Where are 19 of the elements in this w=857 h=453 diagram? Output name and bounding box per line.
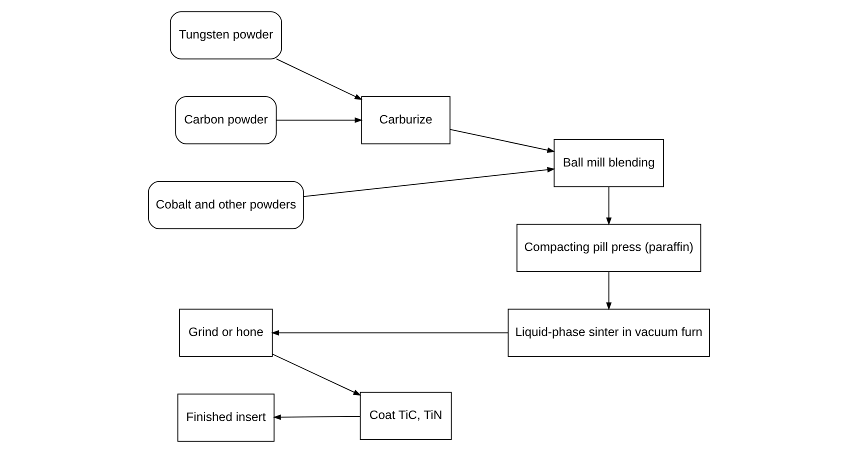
node-box: Cobalt and other powders — [148, 181, 304, 230]
node-box: Carbon powder — [174, 96, 276, 144]
arrow — [270, 330, 508, 336]
node-box: Finished insert — [176, 394, 274, 442]
arrow — [302, 167, 555, 198]
node-box: Carburize — [360, 96, 450, 144]
arrow — [276, 58, 362, 100]
node-box: Tungsten powder — [169, 11, 282, 60]
arrow — [272, 354, 361, 396]
arrow — [276, 117, 362, 123]
node-box: Ball mill blending — [553, 138, 664, 188]
arrow — [606, 271, 612, 310]
node-box: Compacting pill press (paraffin) — [516, 224, 701, 272]
node-box: Coat TiC, TiN — [359, 392, 452, 440]
arrow — [606, 186, 612, 226]
node-box: Liquid-phase sinter in vacuum furn — [507, 308, 710, 357]
arrow — [272, 414, 360, 420]
arrow — [449, 128, 555, 153]
node-box: Grind or hone — [178, 308, 272, 357]
